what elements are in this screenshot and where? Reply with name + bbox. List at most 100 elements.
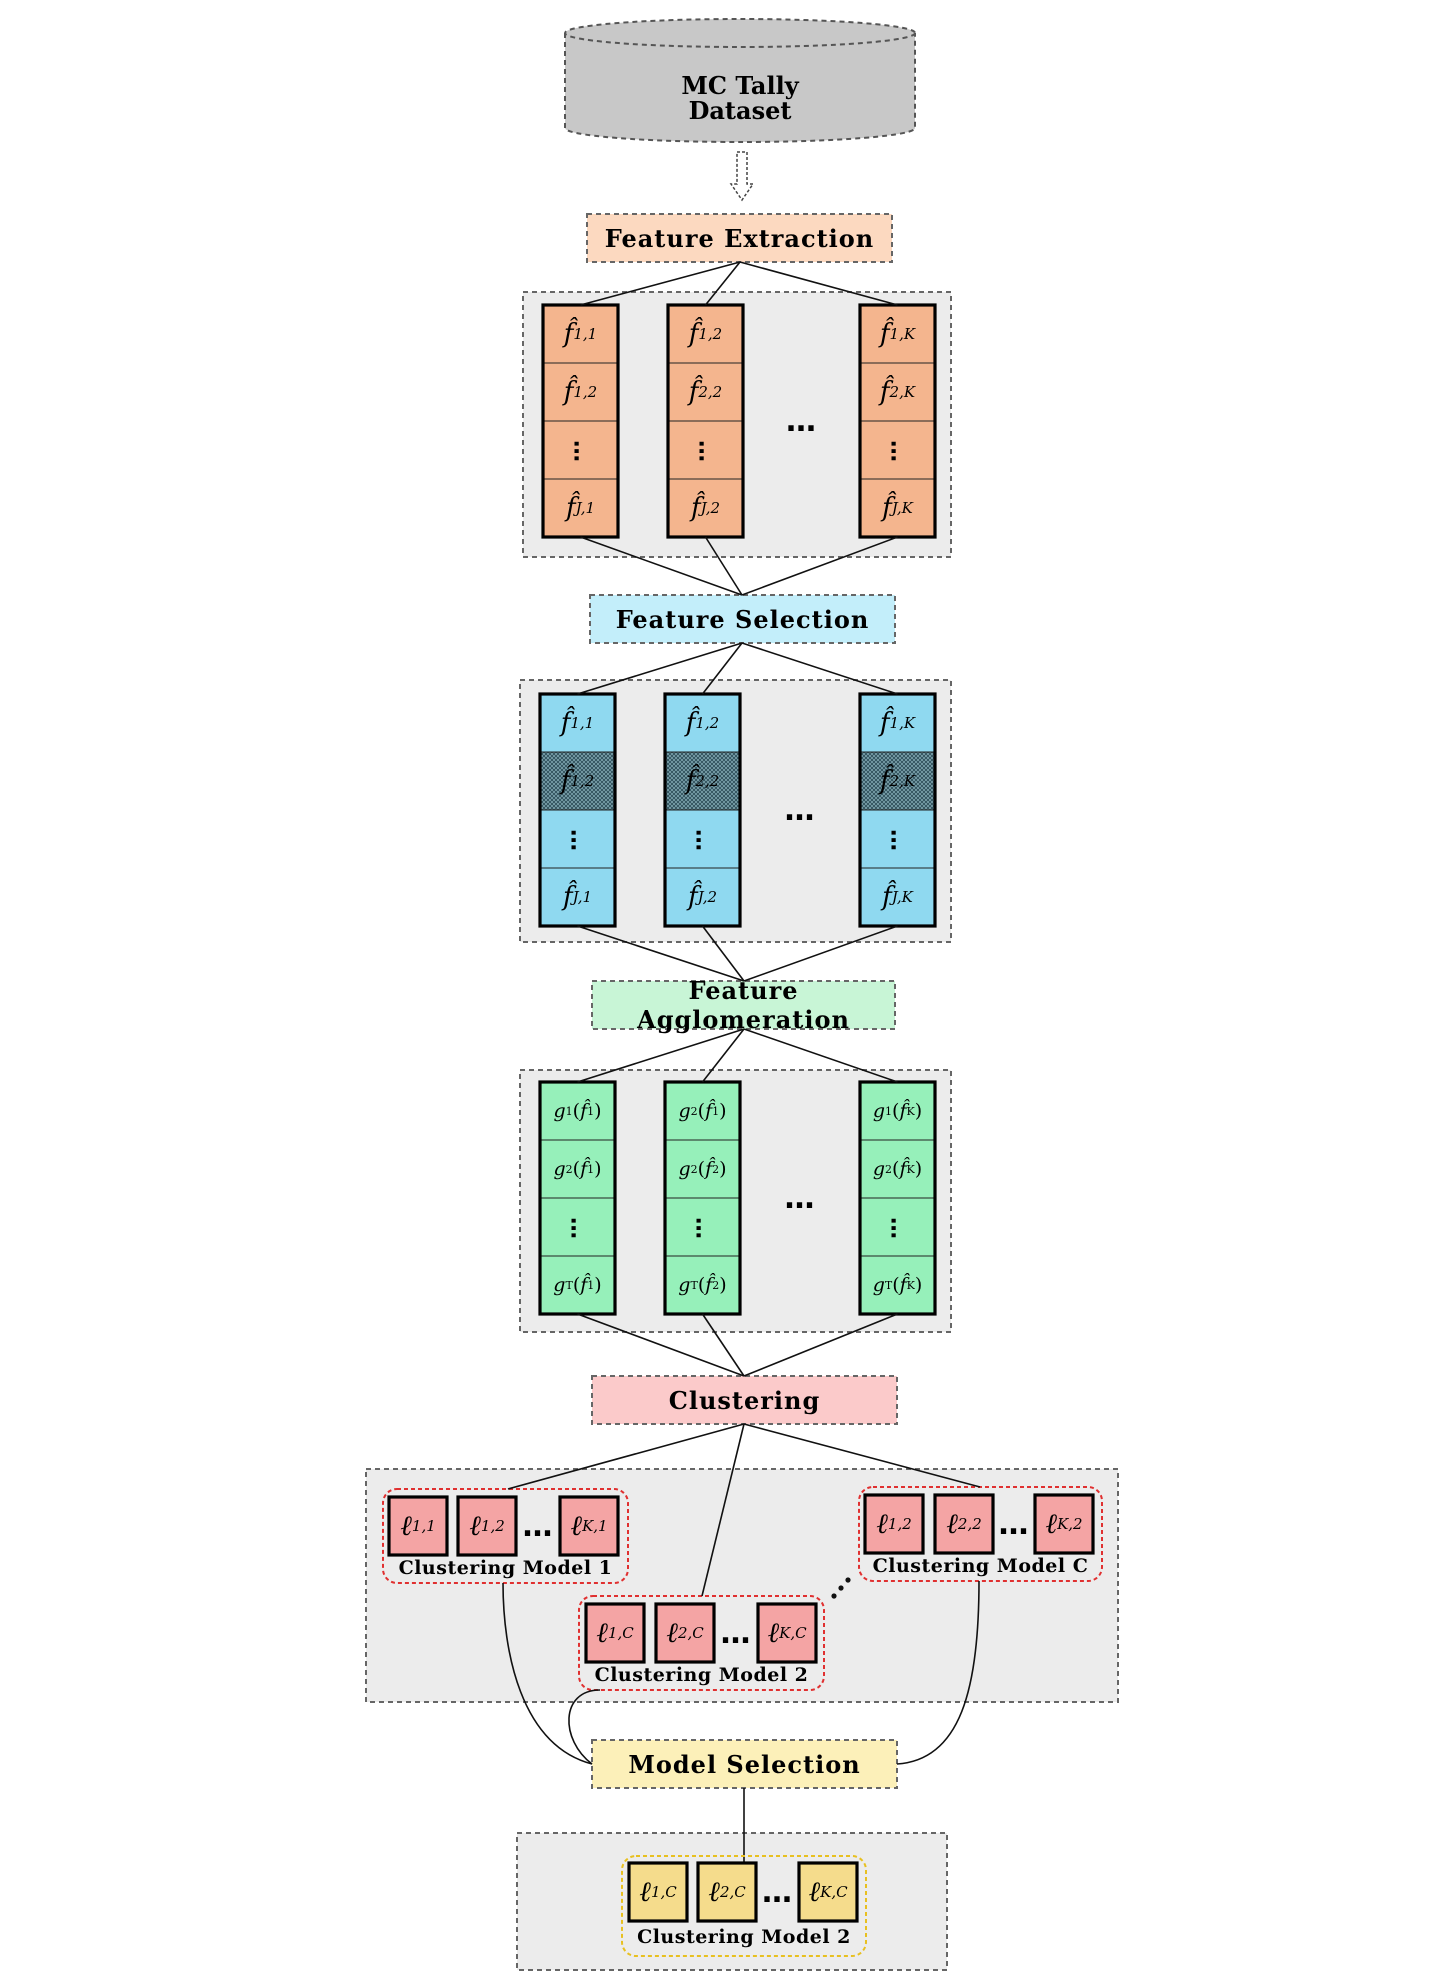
extraction-cell-label-2-0: f̂1,K — [860, 305, 935, 363]
ell-symbol: ℓ — [400, 1509, 412, 1542]
selection-connector-bottom-1 — [701, 925, 745, 982]
model-c-ellipsis: … — [993, 1495, 1035, 1553]
g-index: 1 — [565, 1104, 573, 1118]
extraction-cell-label-1-2: … — [693, 440, 719, 460]
feature-index: J,1 — [575, 499, 596, 517]
paren-close: ) — [594, 1274, 602, 1296]
f-hat-symbol: f̂ — [688, 377, 699, 407]
agglomeration-ellipsis-text: … — [784, 1180, 816, 1216]
model-c-label-1-index: 2,2 — [957, 1515, 982, 1533]
f-symbol: f̂ — [705, 1158, 713, 1180]
model-c-label-1-box — [933, 1493, 995, 1555]
model-c-label-text: Clustering Model C — [872, 1555, 1089, 1577]
f-hat-symbol: f̂ — [882, 493, 892, 523]
extraction-cell-1-1 — [667, 362, 744, 422]
agglomeration-cell-2-0 — [859, 1081, 936, 1141]
feature-agglomeration-label: Feature Agglomeration — [592, 976, 895, 1034]
model-c-label: Clustering Model C — [859, 1553, 1102, 1579]
f-hat-symbol: f̂ — [565, 493, 576, 523]
g-symbol: g — [872, 1274, 885, 1296]
paren-open: ( — [572, 1158, 581, 1180]
extraction-cell-1-0 — [667, 304, 744, 364]
paren-close: ) — [914, 1158, 923, 1180]
selection-cell-label-0-1: f̂1,2 — [540, 752, 615, 810]
g-symbol: g — [678, 1100, 691, 1122]
g-index: 2 — [690, 1104, 698, 1118]
paren-close: ) — [719, 1158, 727, 1180]
selected-model-outline — [621, 1855, 867, 1957]
model-2-label-text: Clustering Model 2 — [594, 1664, 809, 1686]
model-1-ellipsis: … — [516, 1497, 560, 1555]
g-index: T — [565, 1278, 573, 1292]
model-c-label-0-box — [863, 1493, 925, 1555]
paren-close: ) — [719, 1274, 727, 1296]
selection-ellipsis-text: … — [784, 792, 816, 828]
selected-model-label-0-index: 1,C — [650, 1883, 677, 1901]
extraction-connector-top-2 — [739, 261, 898, 306]
selection-cell-label-2-3: f̂J,K — [860, 868, 935, 926]
feature-index: 2,2 — [698, 383, 723, 401]
extraction-cell-label-1-3: f̂J,2 — [668, 479, 743, 537]
f-index: 1 — [712, 1104, 720, 1118]
feature-agglomeration-label-text: Feature Agglomeration — [637, 976, 850, 1034]
paren-close: ) — [719, 1100, 727, 1122]
extraction-ellipsis-text: … — [786, 403, 817, 439]
selection-cell-label-0-2: … — [565, 829, 591, 849]
g-symbol: g — [553, 1100, 566, 1122]
feature-extraction-label: Feature Extraction — [587, 214, 892, 262]
model-2-ellipsis-text: … — [720, 1615, 752, 1651]
agglomeration-connector-top-0 — [577, 1028, 745, 1083]
agglomeration-connector-bottom-0 — [577, 1313, 745, 1377]
g-index: 2 — [885, 1162, 893, 1176]
selected-model-label: Clustering Model 2 — [622, 1924, 866, 1950]
model-c-label-0-index: 1,2 — [887, 1515, 912, 1533]
g-index: 2 — [565, 1162, 573, 1176]
model-1-label-0-box — [387, 1495, 449, 1557]
feature-selection-label-text: Feature Selection — [615, 604, 870, 634]
model-1-label-text: Clustering Model 1 — [398, 1557, 613, 1579]
extraction-cell-label-2-3: f̂J,K — [860, 479, 935, 537]
selection-cell-label-0-3: f̂J,1 — [540, 868, 615, 926]
feature-index: 1,K — [889, 714, 916, 732]
f-index: 2 — [712, 1278, 720, 1292]
ell-symbol: ℓ — [639, 1875, 651, 1908]
model-c-to-selection — [896, 1580, 980, 1765]
model-1-label-2-box — [558, 1495, 620, 1557]
extraction-cell-label-0-1: f̂1,2 — [543, 363, 618, 421]
selected-model-label-1-box — [696, 1861, 758, 1923]
extraction-cell-label-1-0: f̂1,2 — [668, 305, 743, 363]
extraction-column-ellipsis: … — [743, 392, 860, 450]
selection-cell-label-1-3: f̂J,2 — [665, 868, 740, 926]
selection-cell-label-1-1: f̂2,2 — [665, 752, 740, 810]
paren-open: ( — [892, 1100, 900, 1122]
f-hat-symbol: f̂ — [690, 493, 701, 523]
selection-cell-2-3 — [859, 867, 936, 927]
f-symbol: f̂ — [899, 1274, 907, 1296]
selection-connector-bottom-2 — [743, 925, 898, 982]
model-2-label-1-box — [654, 1602, 716, 1664]
selected-model-label-text: Clustering Model 2 — [637, 1926, 851, 1948]
paren-close: ) — [914, 1100, 923, 1122]
g-index: T — [884, 1278, 893, 1292]
paren-open: ( — [697, 1158, 706, 1180]
extraction-cell-1-3 — [667, 478, 744, 538]
selected-model-label-1-index: 2,C — [719, 1883, 746, 1901]
feature-index: 1,2 — [573, 383, 598, 401]
g-symbol: g — [553, 1274, 566, 1296]
clustering-to-model-1 — [507, 1423, 745, 1490]
model-1-label-1-box — [456, 1495, 518, 1557]
model-2-label-0-box — [584, 1602, 646, 1664]
f-hat-symbol: f̂ — [563, 377, 574, 407]
ell-symbol: ℓ — [570, 1509, 583, 1542]
selection-cell-label-2-0: f̂1,K — [860, 694, 935, 752]
model-diag-dot-0 — [831, 1593, 837, 1599]
model-1-label-2-index: K,1 — [582, 1517, 608, 1535]
